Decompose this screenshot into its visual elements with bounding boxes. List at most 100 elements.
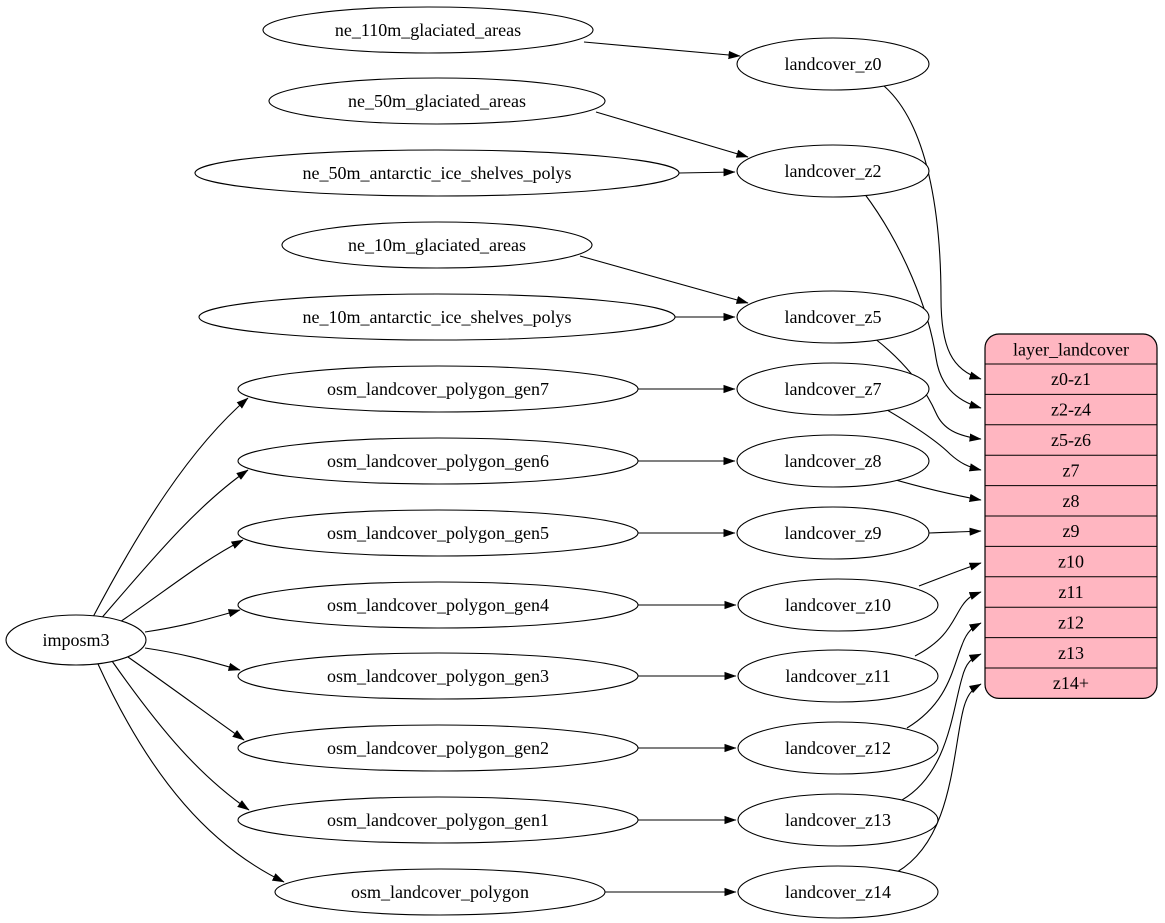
layer-ellipse	[737, 721, 939, 775]
edge-ne50m-antarctic-z2	[678, 168, 736, 177]
record-row-z10: z10	[1058, 552, 1084, 572]
node-osm-landcover-polygon-gen6: osm_landcover_polygon_gen6	[237, 437, 639, 485]
edge-z5-row	[873, 337, 982, 442]
imposm3-ellipse	[5, 614, 147, 666]
source-ellipse	[274, 868, 606, 916]
source-label: ne_10m_glaciated_areas	[348, 235, 526, 255]
source-ellipse	[237, 796, 639, 844]
source-label: ne_110m_glaciated_areas	[335, 20, 521, 40]
node-ne-50m-glaciated-areas: ne_50m_glaciated_areas	[268, 77, 606, 125]
layer-ellipse	[737, 793, 939, 847]
layer-ellipse	[737, 865, 939, 919]
node-osm-landcover-polygon-gen5: osm_landcover_polygon_gen5	[237, 509, 639, 557]
node-osm-landcover-polygon-gen3: osm_landcover_polygon_gen3	[237, 652, 639, 700]
layer-ellipse	[736, 506, 930, 560]
source-ellipse	[237, 581, 639, 629]
source-ellipse	[237, 652, 639, 700]
layer-ellipse	[736, 144, 930, 198]
record-row-z0-z1: z0-z1	[1051, 369, 1091, 389]
node-ne-110m-glaciated-areas: ne_110m_glaciated_areas	[262, 6, 594, 54]
edge-imposm3-gen3	[144, 647, 241, 671]
edge-z10-row	[918, 562, 982, 587]
layer-ellipse	[736, 362, 930, 416]
record-row-z2-z4: z2-z4	[1051, 400, 1091, 420]
record-row-z12: z12	[1058, 612, 1084, 632]
node-landcover-z12: landcover_z12	[737, 721, 939, 775]
source-ellipse	[281, 221, 593, 269]
source-label: osm_landcover_polygon_gen2	[327, 738, 549, 758]
edge-z8-row	[888, 477, 982, 502]
imposm3-label: imposm3	[42, 630, 109, 650]
source-label: osm_landcover_polygon_gen7	[327, 379, 549, 399]
layer-label: landcover_z10	[785, 595, 891, 615]
edge-imposm3-gen1	[111, 660, 250, 811]
edge-z2-row	[863, 192, 982, 409]
layer-label: landcover_z11	[785, 666, 890, 686]
source-label: osm_landcover_polygon	[351, 882, 529, 902]
source-label: ne_50m_antarctic_ice_shelves_polys	[303, 163, 572, 183]
record-row-z5-z6: z5-z6	[1051, 430, 1091, 450]
node-landcover-z11: landcover_z11	[737, 649, 939, 703]
source-ellipse	[237, 509, 639, 557]
edge-imposm3-gen7	[92, 397, 249, 618]
layer-ellipse	[736, 290, 930, 344]
node-ne-10m-antarctic-ice-shelves-polys: ne_10m_antarctic_ice_shelves_polys	[198, 293, 676, 341]
record-row-z9: z9	[1063, 521, 1080, 541]
node-landcover-z9: landcover_z9	[736, 506, 930, 560]
source-label: ne_50m_glaciated_areas	[348, 91, 526, 111]
layer-ellipse	[737, 649, 939, 703]
source-label: osm_landcover_polygon_gen4	[327, 595, 549, 615]
layer-label: landcover_z14	[785, 882, 891, 902]
source-label: osm_landcover_polygon_gen3	[327, 666, 549, 686]
edge-ne10m-glaciated-z5	[579, 255, 749, 304]
source-ellipse	[237, 437, 639, 485]
node-osm-landcover-polygon-gen4: osm_landcover_polygon_gen4	[237, 581, 639, 629]
source-ellipse	[237, 724, 639, 772]
layer-ellipse	[736, 37, 930, 91]
layer-ellipse	[736, 434, 930, 488]
source-label: osm_landcover_polygon_gen5	[327, 523, 549, 543]
layer-label: landcover_z7	[785, 379, 882, 399]
record-title: layer_landcover	[1013, 340, 1129, 360]
node-osm-landcover-polygon-gen7: osm_landcover_polygon_gen7	[237, 365, 639, 413]
layer-label: landcover_z2	[785, 161, 882, 181]
node-osm-landcover-polygon: osm_landcover_polygon	[274, 868, 606, 916]
record-row-z11: z11	[1058, 582, 1083, 602]
edges	[92, 41, 982, 897]
record-row-z7: z7	[1063, 460, 1080, 480]
edge-z9-row	[928, 527, 982, 536]
node-landcover-z8: landcover_z8	[736, 434, 930, 488]
node-osm-landcover-polygon-gen2: osm_landcover_polygon_gen2	[237, 724, 639, 772]
record-row-z14plus: z14+	[1053, 673, 1089, 693]
edge-z14-row	[896, 683, 982, 873]
node-landcover-z0: landcover_z0	[736, 37, 930, 91]
edge-imposm3-gen2	[127, 656, 245, 741]
edge-z7-row	[881, 406, 982, 472]
edge-z12-row	[906, 622, 982, 729]
edge-z11-row	[914, 591, 982, 657]
node-osm-landcover-polygon-gen1: osm_landcover_polygon_gen1	[237, 796, 639, 844]
node-ne-10m-glaciated-areas: ne_10m_glaciated_areas	[281, 221, 593, 269]
source-ellipse	[268, 77, 606, 125]
source-ellipse	[237, 365, 639, 413]
layer-ellipse	[737, 578, 939, 632]
node-ne-50m-antarctic-ice-shelves-polys: ne_50m_antarctic_ice_shelves_polys	[194, 149, 680, 197]
layer-label: landcover_z13	[785, 810, 891, 830]
layer-label: landcover_z12	[785, 738, 891, 758]
node-landcover-z2: landcover_z2	[736, 144, 930, 198]
node-landcover-z10: landcover_z10	[737, 578, 939, 632]
source-ellipse	[262, 6, 594, 54]
layer-label: landcover_z0	[785, 54, 882, 74]
source-label: ne_10m_antarctic_ice_shelves_polys	[303, 307, 572, 327]
node-landcover-z7: landcover_z7	[736, 362, 930, 416]
node-landcover-z14: landcover_z14	[737, 865, 939, 919]
node-landcover-z5: landcover_z5	[736, 290, 930, 344]
source-label: osm_landcover_polygon_gen1	[327, 810, 549, 830]
record-row-z8: z8	[1063, 491, 1080, 511]
layer-label: landcover_z5	[785, 307, 882, 327]
edge-imposm3-gen5	[110, 539, 244, 629]
edge-imposm3-gen6	[98, 469, 249, 622]
node-imposm3: imposm3	[5, 614, 147, 666]
